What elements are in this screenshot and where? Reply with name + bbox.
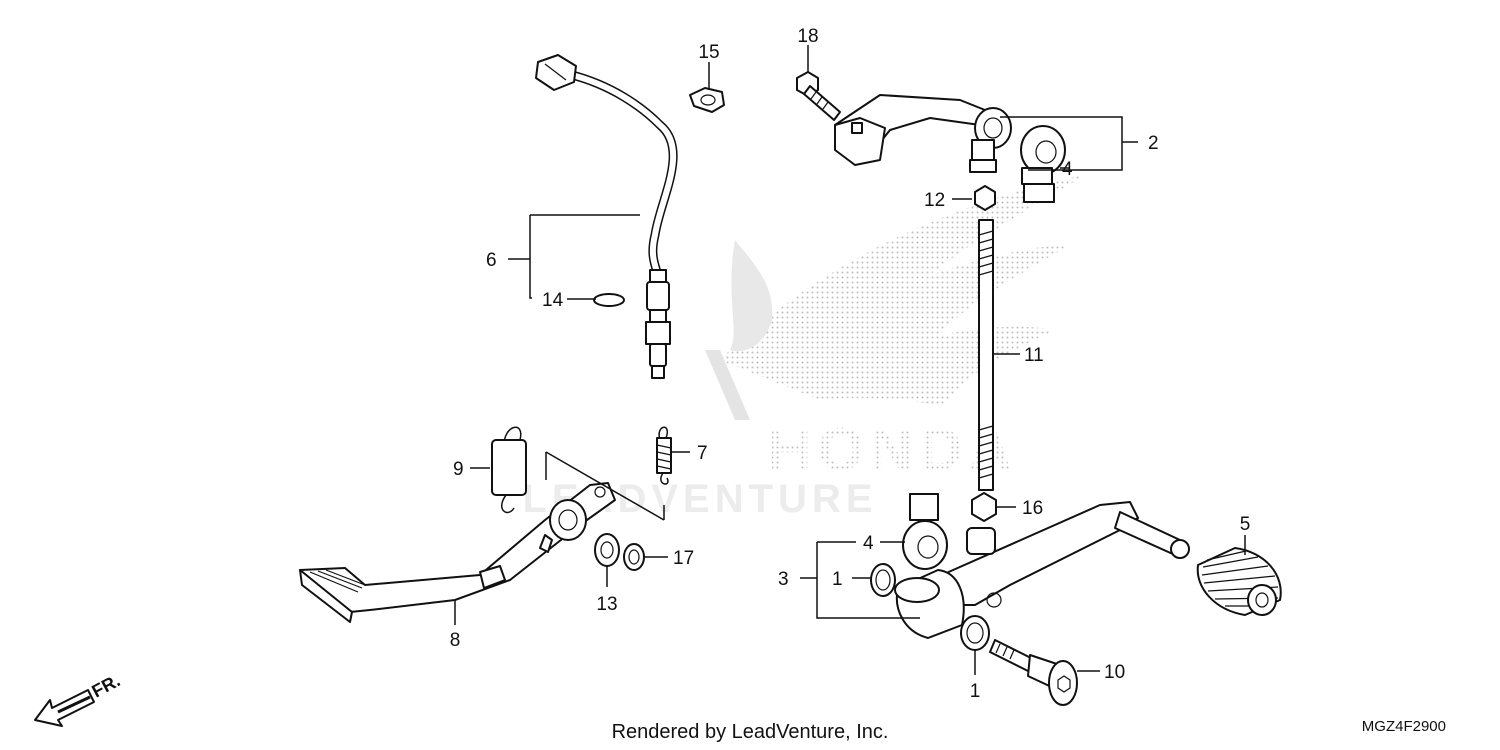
- leader-lines: [454, 45, 1246, 675]
- callout-17: 17: [673, 548, 694, 569]
- part-13-washer: [594, 533, 620, 567]
- front-direction-arrow-icon: FR.: [34, 670, 123, 727]
- part-16-nut: [971, 492, 997, 522]
- callout-4-upper: 4: [1062, 159, 1073, 180]
- callout-12: 12: [924, 190, 945, 211]
- front-direction-label: FR.: [88, 670, 123, 701]
- callout-labels: 15 18 2 4 12 6 14 11 7 9 16 5 4 17 3 1 1…: [450, 26, 1251, 702]
- part-3-shift-pedal: [894, 501, 1190, 639]
- part-15-clamp: [689, 87, 725, 113]
- callout-10: 10: [1104, 662, 1125, 683]
- part-4-rod-end-lower: [902, 493, 996, 570]
- callout-14: 14: [542, 290, 564, 311]
- callout-4-lower: 4: [863, 533, 874, 554]
- part-14-clip: [593, 293, 625, 307]
- callout-9: 9: [453, 459, 464, 480]
- callout-3: 3: [778, 569, 789, 590]
- part-9-spring: [491, 426, 527, 514]
- part-7-spring: [656, 426, 672, 485]
- part-11-rod: [978, 219, 994, 491]
- part-1-seal-upper: [870, 563, 896, 597]
- watermark-brand: HONDA: [768, 416, 1018, 483]
- honda-wing-watermark: HONDA LEADVENTURE: [522, 175, 1085, 521]
- callout-15: 15: [698, 42, 719, 63]
- part-6-sensor-wire: [535, 54, 678, 379]
- callout-2: 2: [1148, 133, 1159, 154]
- part-1-seal-lower: [960, 615, 990, 651]
- part-18-bolt: [796, 71, 841, 121]
- callout-7: 7: [697, 443, 708, 464]
- part-4-rod-end-upper: [1020, 125, 1066, 203]
- part-5-rubber-peg: [1196, 547, 1282, 616]
- callout-1-lower: 1: [970, 681, 981, 702]
- callout-5: 5: [1240, 514, 1251, 535]
- callout-11: 11: [1024, 345, 1044, 366]
- callout-6: 6: [486, 250, 497, 271]
- part-12-nut: [974, 185, 996, 211]
- callout-8: 8: [450, 630, 461, 651]
- diagram-code: MGZ4F2900: [1362, 718, 1446, 735]
- part-17-snap-ring: [623, 543, 645, 571]
- callout-16: 16: [1022, 498, 1043, 519]
- callout-18: 18: [797, 26, 818, 47]
- part-8-brake-pedal: [299, 482, 616, 623]
- callout-13: 13: [596, 594, 617, 615]
- part-2-shift-arm: [834, 94, 1012, 173]
- part-10-pivot-bolt: [989, 639, 1078, 706]
- callout-1-upper: 1: [832, 569, 843, 590]
- render-credit: Rendered by LeadVenture, Inc.: [612, 721, 889, 743]
